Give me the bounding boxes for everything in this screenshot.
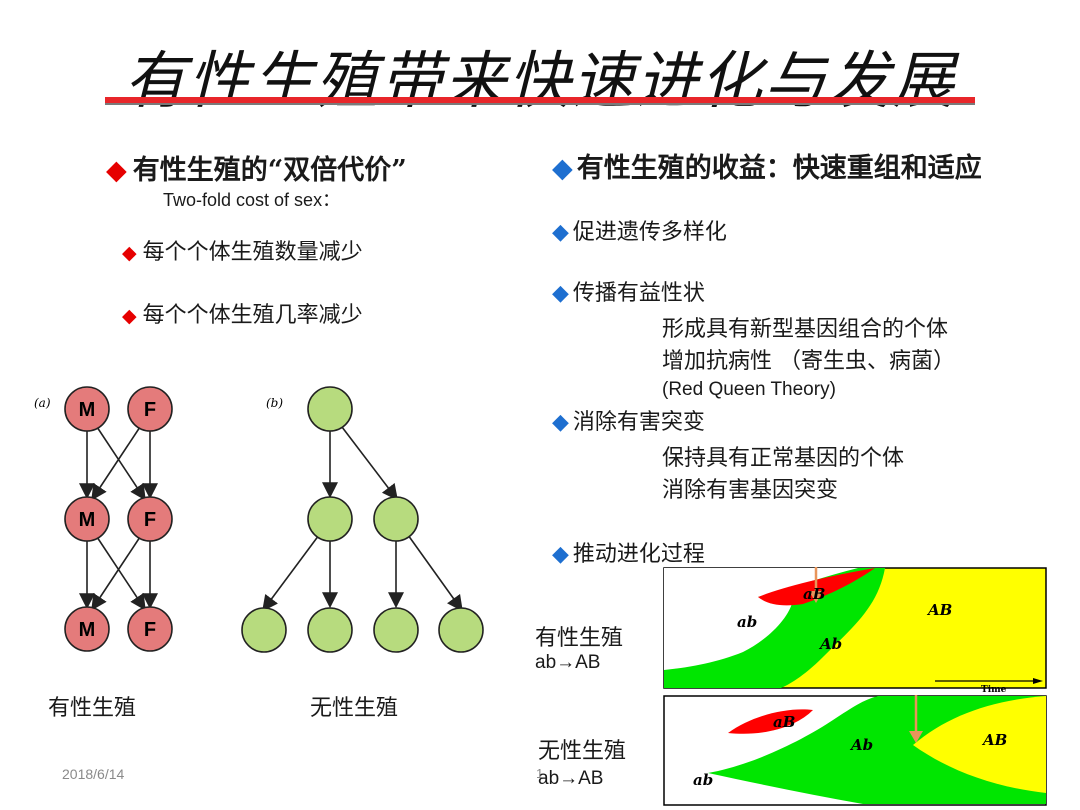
benefit-1-label: 促进遗传多样化 [572,220,727,245]
asexual-arrows [262,426,463,612]
left-heading-text: 有性生殖的“双倍代价” [132,155,407,186]
diamond-bullet-icon: ◆ [106,155,127,186]
diamond-bullet-icon: ◆ [122,305,137,327]
offspring-node [373,496,419,542]
offspring-node [373,607,419,653]
time-axis-arrow: Time [935,678,1043,695]
left-subheading: Two-fold cost of sex： [163,190,341,210]
asexual-graph-sub: ab→AB [538,768,604,789]
benefit-2: ◆传播有益性状 [552,275,705,307]
asexual-graph-label: 无性生殖 [538,739,627,764]
benefit-2-detail-3: (Red Queen Theory) [662,379,836,400]
sexual-graph-label: 有性生殖 [535,626,624,651]
right-heading: ◆有性生殖的收益：快速重组和适应 [552,146,982,185]
slide-title: 有性生殖带来快速进化与发展 [123,44,956,117]
left-point-2-text: 每个个体生殖几率减少 [142,303,363,328]
genotype-AB-label: AB [926,601,952,619]
offspring-node [241,607,287,653]
time-label: Time [981,685,1007,695]
genotype-aB-label: aB [803,585,825,603]
benefit-3: ◆消除有害突变 [552,404,705,436]
male-node [64,386,110,432]
benefit-3-detail-1: 保持具有正常基因的个体 [662,446,905,471]
asexual-evolution-graph: aB Ab AB ab [663,695,1047,806]
left-point-1: ◆每个个体生殖数量减少 [122,234,363,266]
female-node [127,386,173,432]
caption-sexual: 有性生殖 [48,696,137,721]
genotype-Ab-label: Ab [849,736,873,754]
panel-a-label: (a) [34,396,51,410]
benefit-1: ◆促进遗传多样化 [552,214,727,246]
genotype-AB-label: AB [981,731,1007,749]
female-node-label: F [144,509,156,531]
benefit-2-detail-2: 增加抗病性 （寄生虫、病菌） [662,349,955,374]
offspring-node [307,607,353,653]
panel-b-label: (b) [266,396,283,410]
diamond-bullet-icon: ◆ [552,542,569,567]
page-number: 1 [536,766,544,781]
parent-node [307,386,353,432]
genotype-ab-label: ab [737,613,757,631]
diamond-bullet-icon: ◆ [122,242,137,264]
male-node [64,606,110,652]
benefit-4-label: 推动进化过程 [572,542,705,567]
caption-asexual: 无性生殖 [310,696,399,721]
female-node-label: F [144,619,156,641]
right-heading-text: 有性生殖的收益：快速重组和适应 [576,153,982,184]
female-node [127,496,173,542]
sexual-arrows [79,426,158,611]
footer-date: 2018/6/14 [62,766,125,782]
male-node [64,496,110,542]
benefit-3-detail-2: 消除有害基因突变 [662,478,839,503]
female-node [127,606,173,652]
benefit-2-detail-1: 形成具有新型基因组合的个体 [662,317,949,342]
benefit-3-label: 消除有害突变 [572,410,705,435]
female-node-label: F [144,399,156,421]
offspring-node [438,607,484,653]
male-node-label: M [79,399,96,421]
genotype-Ab-label: Ab [818,635,842,653]
diamond-bullet-icon: ◆ [552,281,569,306]
male-node-label: M [79,509,96,531]
left-point-2: ◆每个个体生殖几率减少 [122,297,363,329]
offspring-node [307,496,353,542]
diamond-bullet-icon: ◆ [552,410,569,435]
left-heading: ◆有性生殖的“双倍代价” [106,148,407,187]
genotype-ab-label: ab [693,771,713,789]
diamond-bullet-icon: ◆ [552,220,569,245]
diamond-bullet-icon: ◆ [552,153,573,184]
benefit-4: ◆推动进化过程 [552,536,705,568]
genotype-aB-label: aB [773,713,795,731]
sexual-graph-sub: ab→AB [535,652,601,673]
male-node-label: M [79,619,96,641]
left-point-1-text: 每个个体生殖数量减少 [142,240,363,265]
reproduction-diagram: (a) (b) M F M F M F [34,386,484,653]
sexual-evolution-graph: ab aB Ab AB [663,567,1047,689]
benefit-2-label: 传播有益性状 [572,281,705,306]
title-underline [105,97,975,105]
